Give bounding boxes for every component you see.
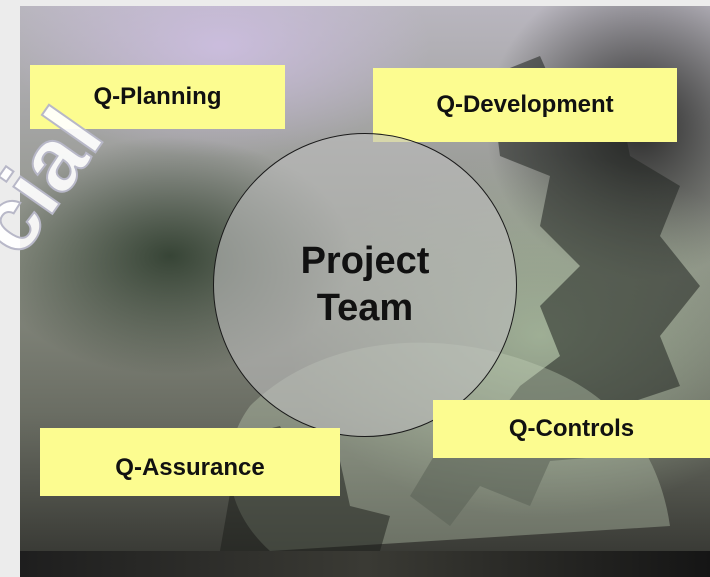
bottom-dark-strip [20, 551, 710, 577]
project-team-circle: Project Team [213, 133, 517, 437]
q-assurance-label: Q-Assurance [115, 454, 265, 481]
project-team-line1: Project [300, 239, 430, 282]
q-controls-box: Q-Controls [433, 400, 710, 458]
q-controls-label: Q-Controls [508, 415, 635, 442]
diagonal-watermark: cial [0, 90, 123, 272]
q-planning-box: Q-Planning [30, 65, 285, 129]
q-development-label: Q-Development [436, 91, 614, 118]
q-assurance-box: Q-Assurance [40, 428, 340, 496]
slide-background: Q-Planning Q-Development Project Team Q-… [20, 6, 710, 551]
q-planning-label: Q-Planning [93, 83, 222, 110]
q-development-box: Q-Development [373, 68, 677, 142]
project-team-line2: Team [316, 287, 414, 329]
watermark-text: cial [0, 91, 122, 271]
